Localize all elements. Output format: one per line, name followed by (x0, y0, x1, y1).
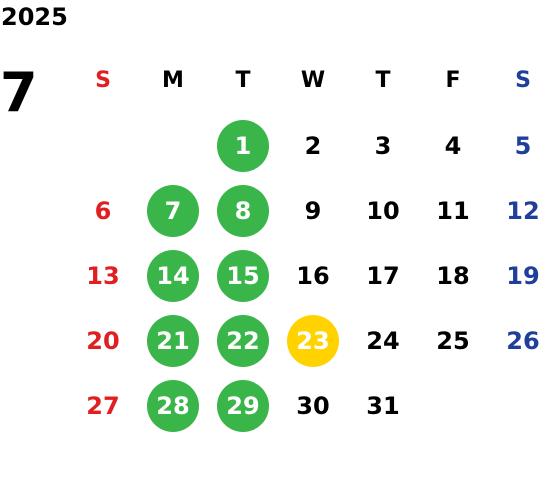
day-number: 27 (86, 391, 120, 420)
day-cell[interactable]: 16 (278, 243, 348, 308)
day-cell[interactable]: 29 (208, 373, 278, 438)
day-number: 13 (86, 261, 120, 290)
day-cell[interactable]: 24 (348, 308, 418, 373)
weekday-header: T (235, 68, 251, 93)
day-number: 26 (506, 326, 540, 355)
day-cell[interactable]: 4 (418, 113, 488, 178)
weekday-header: S (515, 68, 531, 93)
day-cell[interactable]: 1 (208, 113, 278, 178)
day-cell[interactable]: 30 (278, 373, 348, 438)
day-cell[interactable]: 7 (138, 178, 208, 243)
day-number: 12 (506, 196, 540, 225)
marked-day-circle: 8 (217, 184, 269, 237)
weekday-header: F (445, 68, 461, 93)
day-cell[interactable]: 11 (418, 178, 488, 243)
day-number: 31 (366, 391, 400, 420)
day-cell[interactable]: 3 (348, 113, 418, 178)
day-cell[interactable]: 12 (488, 178, 548, 243)
day-number: 20 (86, 326, 120, 355)
day-cell[interactable]: 5 (488, 113, 548, 178)
today-marker: 23 (287, 314, 339, 367)
day-cell[interactable]: 31 (348, 373, 418, 438)
day-cell[interactable]: 21 (138, 308, 208, 373)
day-cell[interactable]: 6 (68, 178, 138, 243)
day-cell[interactable]: 17 (348, 243, 418, 308)
day-number: 5 (514, 131, 532, 160)
day-cell[interactable]: 23 (278, 308, 348, 373)
day-cell[interactable]: 15 (208, 243, 278, 308)
day-number: 10 (366, 196, 400, 225)
marked-day-circle: 1 (217, 119, 269, 172)
marked-day-circle: 28 (147, 379, 199, 432)
day-cell[interactable]: 10 (348, 178, 418, 243)
day-cell[interactable]: 19 (488, 243, 548, 308)
marked-day-circle: 21 (147, 314, 199, 367)
day-cell[interactable]: 25 (418, 308, 488, 373)
day-cell[interactable]: 27 (68, 373, 138, 438)
day-number: 17 (366, 261, 400, 290)
marked-day-circle: 29 (217, 379, 269, 432)
month-number: 7 (0, 61, 38, 124)
day-number: 19 (506, 261, 540, 290)
marked-day-circle: 22 (217, 314, 269, 367)
empty-cell (138, 113, 208, 178)
day-number: 18 (436, 261, 470, 290)
day-cell[interactable]: 22 (208, 308, 278, 373)
weekday-header: T (375, 68, 391, 93)
day-cell[interactable]: 13 (68, 243, 138, 308)
day-cell[interactable]: 18 (418, 243, 488, 308)
day-cell[interactable]: 14 (138, 243, 208, 308)
day-number: 25 (436, 326, 470, 355)
day-cell[interactable]: 20 (68, 308, 138, 373)
day-number: 4 (444, 131, 462, 160)
day-cell[interactable]: 28 (138, 373, 208, 438)
day-cell[interactable]: 2 (278, 113, 348, 178)
weekday-header: M (162, 68, 184, 93)
day-number: 30 (296, 391, 330, 420)
day-cell[interactable]: 8 (208, 178, 278, 243)
day-cell[interactable]: 9 (278, 178, 348, 243)
day-number: 2 (304, 131, 322, 160)
marked-day-circle: 15 (217, 249, 269, 302)
marked-day-circle: 14 (147, 249, 199, 302)
weekday-header: W (300, 68, 326, 93)
day-number: 9 (304, 196, 322, 225)
year-label: 2025 (1, 3, 68, 31)
day-number: 3 (374, 131, 392, 160)
marked-day-circle: 7 (147, 184, 199, 237)
day-number: 11 (436, 196, 470, 225)
day-cell[interactable]: 26 (488, 308, 548, 373)
day-number: 6 (94, 196, 112, 225)
empty-cell (68, 113, 138, 178)
day-number: 16 (296, 261, 330, 290)
weekday-header: S (95, 68, 111, 93)
day-number: 24 (366, 326, 400, 355)
